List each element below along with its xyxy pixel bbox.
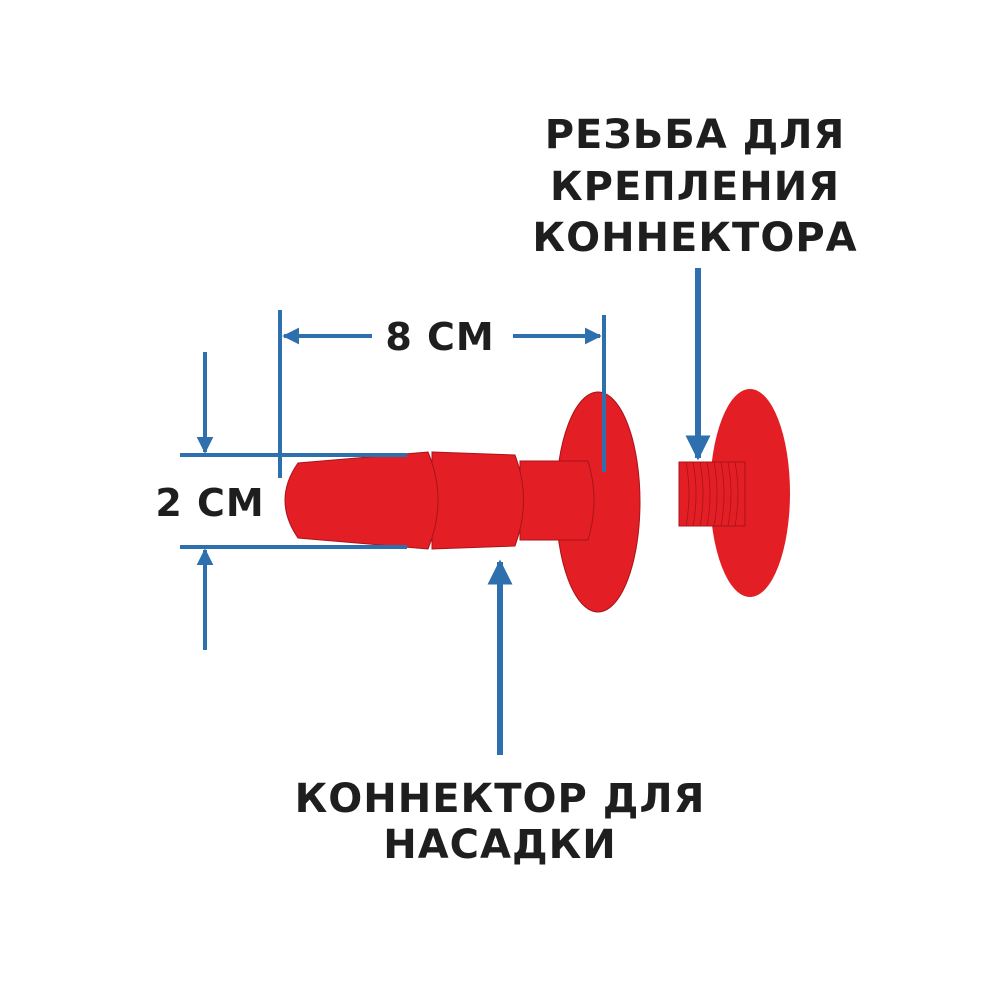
thread-label-line-1: РЕЗЬБА ДЛЯ — [545, 112, 846, 158]
connector-label-line-2: НАСАДКИ — [383, 822, 617, 868]
connector-part — [284, 391, 641, 613]
shaft-segment-2 — [431, 451, 524, 550]
thread — [678, 461, 746, 527]
dimension-lines — [180, 310, 606, 650]
shaft-tip-segment — [284, 451, 439, 550]
length-label: 8 CM — [385, 315, 494, 359]
shaft-segment-3 — [519, 460, 595, 541]
threaded-insert — [678, 389, 790, 597]
insert-disc — [710, 389, 790, 597]
thread-label-line-2: КРЕПЛЕНИЯ — [550, 164, 840, 210]
connector-label-line-1: КОННЕКТОР ДЛЯ — [295, 776, 706, 822]
thread-label-line-3: КОННЕКТОРА — [532, 215, 857, 261]
thread-grooves — [685, 461, 739, 527]
diameter-label: 2 CM — [155, 481, 264, 525]
